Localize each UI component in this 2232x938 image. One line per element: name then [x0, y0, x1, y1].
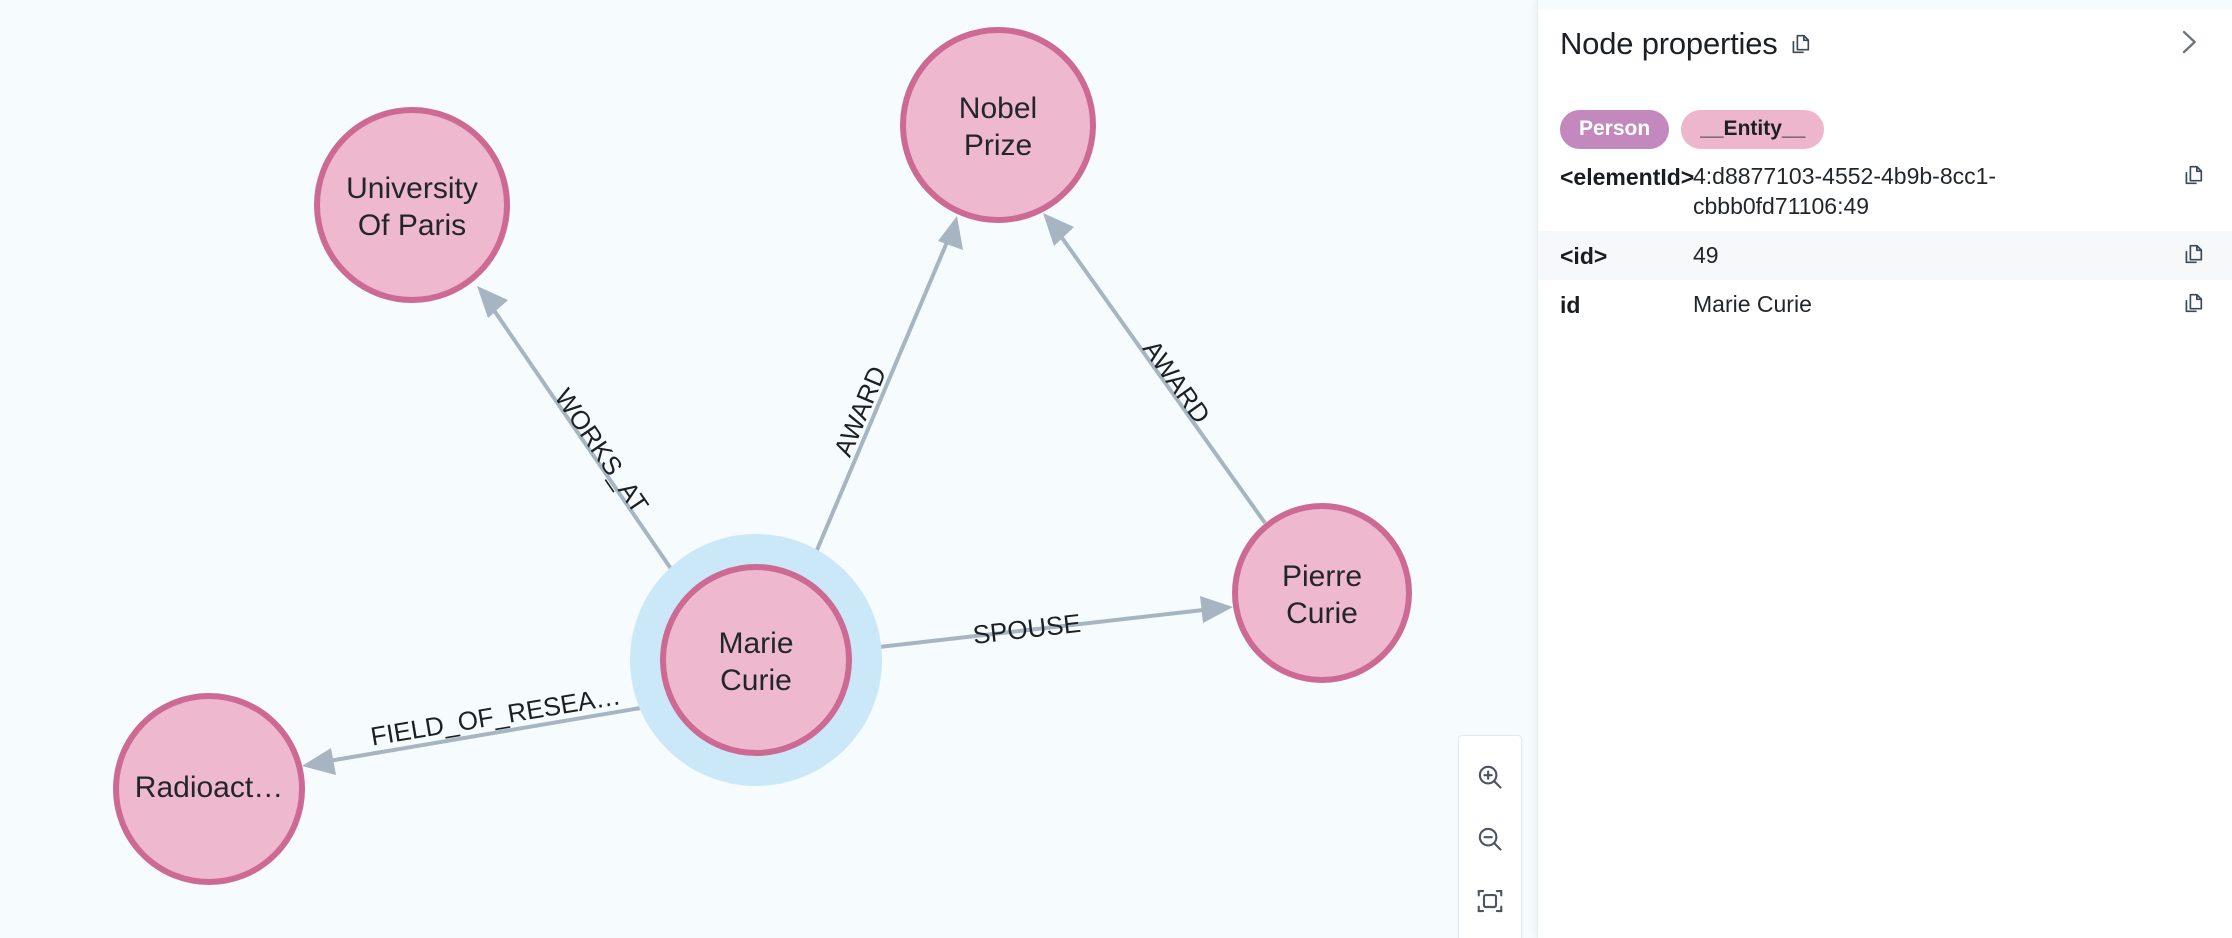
copy-all-properties-icon[interactable]: [1788, 32, 1813, 57]
panel-title: Node properties: [1560, 26, 1778, 61]
fit-to-screen-button[interactable]: [1460, 870, 1520, 932]
property-key: <elementId>: [1560, 164, 1695, 190]
zoom-out-icon: [1478, 827, 1502, 851]
fit-to-screen-icon: [1477, 889, 1503, 913]
graph-node-nobel-prize[interactable]: Nobel Prize: [900, 27, 1096, 223]
zoom-in-icon: [1478, 765, 1502, 789]
property-value: Marie Curie: [1693, 291, 1812, 318]
property-key: <id>: [1560, 242, 1608, 269]
panel-top-edge: [1538, 0, 2232, 10]
graph-visualization[interactable]: WORKS_AT AWARD AWARD SPOUSE: [0, 0, 1537, 938]
property-row-id: id Marie Curie: [1538, 280, 2232, 329]
property-key: id: [1560, 292, 1581, 319]
node-properties-table: <elementId> 4:d8877103-4552-4b9b-8cc1-cb…: [1538, 152, 2232, 329]
copy-property-button[interactable]: [2181, 161, 2211, 188]
copy-icon: [2185, 244, 2203, 263]
edge-works-at[interactable]: WORKS_AT: [477, 286, 682, 584]
graph-node-pierre-curie[interactable]: Pierre Curie: [1232, 503, 1412, 683]
node-label-chip-entity[interactable]: __Entity__: [1681, 110, 1825, 150]
panel-header: Node properties: [1560, 26, 1813, 62]
property-row-elementid: <elementId> 4:d8877103-4552-4b9b-8cc1-cb…: [1538, 152, 2232, 231]
graph-node-radioactivity[interactable]: Radioact…: [113, 693, 305, 885]
node-properties-panel: Node properties Person __Entity__ <eleme…: [1537, 0, 2232, 938]
copy-icon: [2185, 293, 2203, 313]
property-value: 4:d8877103-4552-4b9b-8cc1-cbbb0fd71106:4…: [1693, 163, 1997, 220]
collapse-panel-button[interactable]: [2166, 18, 2210, 66]
property-row-id-internal: <id> 49: [1538, 230, 2232, 281]
edge-award-pierre[interactable]: AWARD: [1043, 213, 1267, 525]
graph-node-marie-curie[interactable]: Marie Curie: [630, 534, 882, 786]
node-labels: Person __Entity__: [1560, 110, 1825, 150]
graph-node-university-of-paris[interactable]: University Of Paris: [314, 107, 510, 303]
edge-award-marie[interactable]: AWARD: [804, 216, 963, 577]
copy-property-button[interactable]: [2181, 289, 2211, 316]
node-label-chip-person[interactable]: Person: [1560, 110, 1670, 150]
graph-canvas[interactable]: WORKS_AT AWARD AWARD SPOUSE: [0, 0, 1537, 938]
zoom-out-button[interactable]: [1460, 808, 1520, 870]
edge-label-works-at: WORKS_AT: [549, 383, 655, 519]
zoom-controls: [1458, 735, 1522, 938]
copy-icon: [2185, 165, 2203, 185]
edge-spouse[interactable]: SPOUSE: [852, 596, 1233, 652]
zoom-in-button[interactable]: [1460, 746, 1520, 808]
edge-field-of-research[interactable]: FIELD_OF_RESEA…: [302, 680, 665, 775]
property-value: 49: [1693, 241, 1719, 268]
chevron-right-icon: [2182, 30, 2196, 54]
edge-label-award-pierre: AWARD: [1137, 334, 1217, 429]
copy-property-button[interactable]: [2181, 240, 2211, 267]
